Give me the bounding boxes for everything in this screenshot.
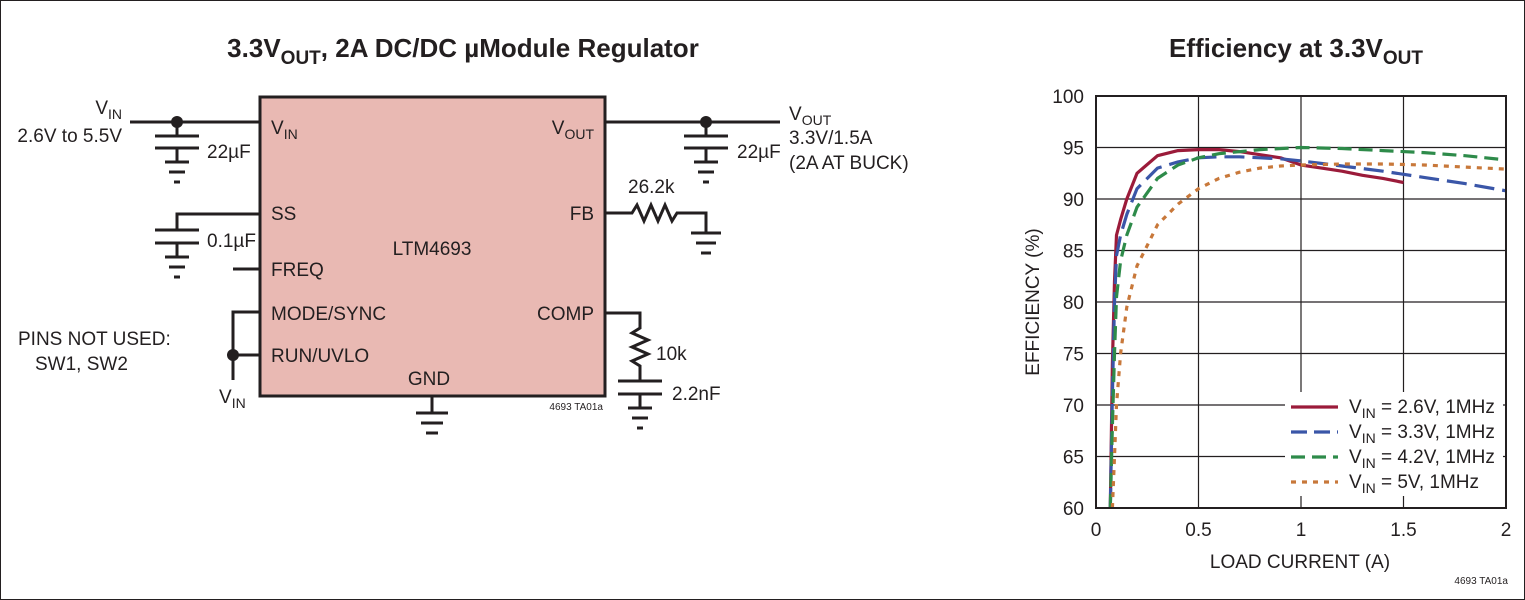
pin-gnd-label: GND	[408, 369, 450, 390]
ltm4693-chip	[258, 95, 607, 398]
run-node-dot	[227, 349, 239, 361]
rfb-label: 26.2k	[628, 177, 675, 198]
legend-label: VIN = 4.2V, 1MHz	[1349, 447, 1495, 471]
efficiency-chart: Efficiency at 3.3VOUT 0 0.5 1 1.5 2 60 65 70 75 8…	[1023, 33, 1511, 587]
vout-spec-line2: (2A AT BUCK)	[789, 153, 909, 174]
run-vin-label: VIN	[219, 387, 246, 411]
legend-label: VIN = 2.6V, 1MHz	[1349, 397, 1495, 421]
x-axis-label: LOAD CURRENT (A)	[1210, 552, 1390, 573]
vin-range-label: 2.6V to 5.5V	[17, 126, 122, 147]
cout-label: 22µF	[737, 142, 781, 163]
vout-spec-line1: 3.3V/1.5A	[789, 128, 873, 149]
vin-input-label: VIN	[95, 98, 122, 122]
pin-ss-label: SS	[271, 204, 296, 225]
pin-fb-label: FB	[570, 204, 594, 225]
css-capacitor	[155, 212, 260, 279]
schematic-code: 4693 TA01a	[549, 402, 603, 413]
pins-unused-label: PINS NOT USED:	[18, 329, 171, 350]
pin-vin-label: VIN	[271, 118, 298, 142]
y-tick-label: 90	[1063, 190, 1084, 211]
legend-label: VIN = 5V, 1MHz	[1349, 472, 1479, 496]
x-tick-label: 0.5	[1185, 520, 1211, 541]
y-tick-label: 75	[1063, 345, 1084, 366]
pin-run-uvlo-label: RUN/UVLO	[271, 346, 369, 367]
pin-mode-sync-label: MODE/SYNC	[271, 304, 386, 325]
pin-comp-label: COMP	[537, 304, 594, 325]
ccomp-label: 2.2nF	[672, 384, 721, 405]
comp-rc-network	[605, 311, 662, 430]
y-tick-label: 65	[1063, 448, 1084, 469]
cin-label: 22µF	[207, 142, 251, 163]
series-line-1	[1108, 148, 1404, 509]
chart-series	[1108, 145, 1507, 509]
chart-code: 4693 TA01a	[1454, 576, 1508, 587]
chip-name: LTM4693	[393, 239, 472, 260]
x-tick-label: 1	[1296, 520, 1307, 541]
x-tick-label: 0	[1091, 520, 1102, 541]
pins-unused-list: SW1, SW2	[35, 354, 128, 375]
series-line-4	[1110, 162, 1507, 509]
x-tick-label: 2	[1501, 520, 1512, 541]
gnd-symbol	[416, 396, 448, 435]
series-line-3	[1108, 145, 1507, 509]
y-tick-label: 85	[1063, 242, 1084, 263]
y-tick-label: 80	[1063, 293, 1084, 314]
schematic: 3.3VOUT, 2A DC/DC µModule Regulator LTM4…	[17, 33, 909, 435]
rcomp-label: 10k	[656, 344, 687, 365]
vout-output-label: VOUT	[789, 104, 832, 128]
y-tick-label: 95	[1063, 139, 1084, 160]
schematic-title: 3.3VOUT, 2A DC/DC µModule Regulator	[227, 33, 699, 69]
plot-frame	[1095, 95, 1507, 509]
chart-title: Efficiency at 3.3VOUT	[1169, 33, 1423, 69]
chart-ticks: 0 0.5 1 1.5 2 60 65 70 75 80 85 90 95 100	[1052, 87, 1511, 541]
mode-run-tie	[231, 310, 260, 380]
rfb-resistor	[605, 201, 721, 255]
cin-capacitor	[155, 122, 199, 184]
css-label: 0.1µF	[207, 231, 256, 252]
y-tick-label: 100	[1052, 87, 1084, 108]
x-tick-label: 1.5	[1390, 520, 1416, 541]
y-axis-label: EFFICIENCY (%)	[1023, 228, 1044, 375]
legend-label: VIN = 3.3V, 1MHz	[1349, 422, 1495, 446]
pin-freq-label: FREQ	[271, 260, 324, 281]
series-line-2	[1108, 155, 1507, 509]
pin-vout-label: VOUT	[552, 118, 595, 142]
legend-box	[1285, 392, 1503, 496]
cout-capacitor	[684, 122, 728, 184]
y-tick-label: 70	[1063, 396, 1084, 417]
y-tick-label: 60	[1063, 499, 1084, 520]
